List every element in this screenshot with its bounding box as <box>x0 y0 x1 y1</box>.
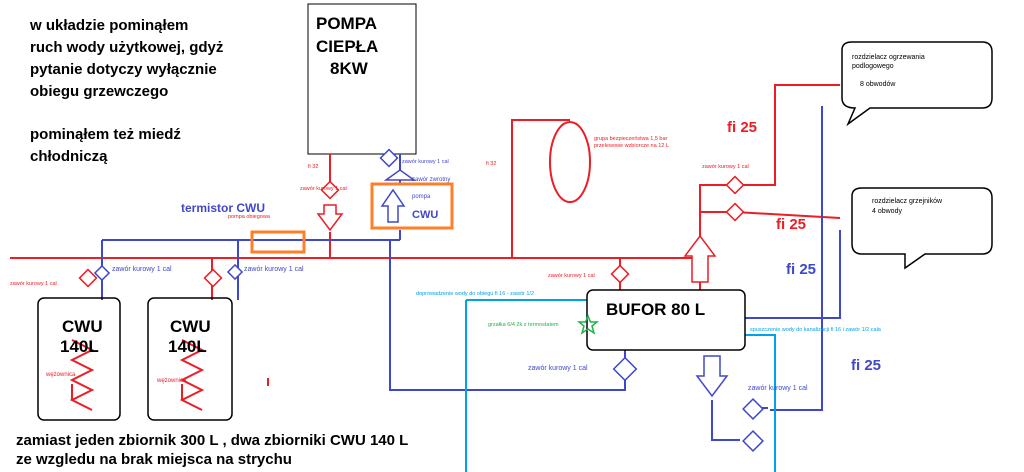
safety-group-label-1: grupa bezpieczeństwa 1,5 bar <box>594 136 668 142</box>
fi32-left-label: fi 32 <box>308 164 318 170</box>
tank-2-label-2: 140L <box>168 337 207 356</box>
note-line-1: w układzie pominąłem <box>29 17 188 34</box>
heater-label: grzałka 6/4 2k z termostatem <box>488 322 559 328</box>
valve-top-blue-label: zawór kurowy 1 cal <box>402 159 449 165</box>
circulation-pump-label: pompa obiegowa <box>228 214 271 220</box>
arrow-return-down-icon <box>695 355 729 398</box>
diagram-labels: termistor CWU pompa obiegowa pompa CWU z… <box>10 119 882 392</box>
hot-pipe-floor-manifold <box>699 84 840 200</box>
heat-pump-line-3: 8KW <box>330 59 369 78</box>
valve-bottom-1-icon <box>742 398 764 420</box>
drain-pipe <box>745 334 776 472</box>
floor-manifold-line-2: podlogowego <box>852 63 894 70</box>
valve-top-red-label: zawór kurowy 1 cal <box>300 186 347 192</box>
valve-manifold-label: zawór kurowy 1 cal <box>702 164 749 170</box>
heater-star-icon <box>576 314 600 335</box>
bottom-note-line-1: zamiast jeden zbiornik 300 L , dwa zbior… <box>16 432 408 449</box>
heat-pump-line-1: POMPA <box>316 14 377 33</box>
check-valve-icon <box>383 169 417 181</box>
valve-buffer-red-icon <box>610 264 630 284</box>
arrow-hot-down-icon <box>316 204 344 232</box>
termistor-label: termistor CWU <box>181 201 265 215</box>
fi32-right-label: fi 32 <box>486 161 496 167</box>
note-line-5: pominąłem też miedź <box>30 126 181 143</box>
arrow-cwu-up-icon <box>380 188 406 223</box>
radiator-manifold-line-1: rozdzielacz grzejników <box>872 198 943 205</box>
fill-label: doprowadzenie wody do obiegu fi 16 - zaw… <box>416 291 534 297</box>
valve-tank2-red-icon <box>203 268 223 288</box>
fi25-floor-label: fi 25 <box>727 119 757 136</box>
cold-pipe-floor-return <box>770 106 823 411</box>
valve-top-red-icon <box>320 180 340 200</box>
valve-tank1-blue-icon <box>93 264 111 282</box>
tank-2 <box>147 297 233 421</box>
tank-2-label-1: CWU <box>170 317 211 336</box>
valve-buffer-blue-label: zawór kurowy 1 cal <box>528 365 588 372</box>
radiator-manifold-bubble <box>851 187 993 270</box>
radiator-manifold-line-2: 4 obwody <box>872 208 902 215</box>
valve-floor-red-icon <box>725 175 745 195</box>
valve-tank1-blue-label: zawór kurowy 1 cal <box>112 266 172 273</box>
drain-label: spuszczenie wody do kanalizacji fi 16 i … <box>750 327 882 333</box>
coil-tank-1 <box>69 339 95 411</box>
floor-manifold-line-1: rozdzielacz ogrzewania <box>852 54 925 61</box>
note-line-2: ruch wody użytkowej, gdyż <box>30 39 223 56</box>
bottom-note-line-2: ze wzgledu na brak miejsca na strychu <box>16 451 292 468</box>
arrow-riser-up-icon <box>683 234 717 283</box>
fi25-radiator-label: fi 25 <box>776 216 806 233</box>
buffer-tank <box>586 289 746 351</box>
cwu-pump-highlight <box>370 182 454 230</box>
tank-2-coil-label: wężownica <box>156 378 187 384</box>
note-line-3: pytanie dotyczy wyłącznie <box>30 61 217 78</box>
coil-tank-2 <box>179 339 205 411</box>
safety-group-label-2: przelewowe wzbiorcze na 12 L <box>594 143 669 149</box>
notes-block: w układzie pominąłem ruch wody użytkowej… <box>29 17 223 165</box>
check-valve-label: zawór zwrotny <box>412 177 450 183</box>
fi25-radiator-return-label: fi 25 <box>786 261 816 278</box>
valve-top-blue-icon <box>379 148 399 168</box>
valve-buffer-blue-icon <box>612 356 638 382</box>
cold-pipe-radiator-return <box>745 230 841 319</box>
note-line-4: obiegu grzewczego <box>30 83 168 100</box>
cwu-pump-label: CWU <box>412 209 438 221</box>
cold-pipe-bottom <box>711 400 740 441</box>
valve-bottom-2-icon <box>742 430 764 452</box>
tank-1 <box>37 297 121 421</box>
buffer-label: BUFOR 80 L <box>606 300 705 319</box>
valve-tank2-blue-label: zawór kurowy 1 cal <box>244 266 304 273</box>
valve-tank1-red-label: zawór kurowy 1 cal <box>10 281 57 287</box>
expansion-vessel <box>549 121 591 203</box>
tank-1-label-1: CWU <box>62 317 103 336</box>
floor-manifold-line-3: 8 obwodów <box>860 81 896 88</box>
valve-bottom-right-label: zawór kurowy 1 cal <box>748 385 808 392</box>
note-line-6: chłodniczą <box>30 148 108 165</box>
heat-pump-line-2: CIEPŁA <box>316 37 378 56</box>
hot-pipe-expansion <box>511 119 570 258</box>
tank-1-label-2: 140L <box>60 337 99 356</box>
valve-radiator-red-icon <box>725 202 745 222</box>
fill-drain-pipes <box>465 299 776 472</box>
fi25-floor-return-label: fi 25 <box>851 357 881 374</box>
floor-manifold-bubble <box>841 41 993 127</box>
valve-tank2-blue-icon <box>226 263 244 281</box>
tank-1-coil-label: wężownica <box>45 372 76 378</box>
valve-buffer-red-label: zawór kurowy 1 cal <box>548 273 595 279</box>
valve-tank1-red-icon <box>78 268 98 288</box>
circulation-pump-highlight <box>250 230 306 254</box>
hot-pipe-radiator-manifold <box>699 200 841 219</box>
pump-label: pompa <box>412 194 431 200</box>
heat-pump-box <box>307 3 417 155</box>
